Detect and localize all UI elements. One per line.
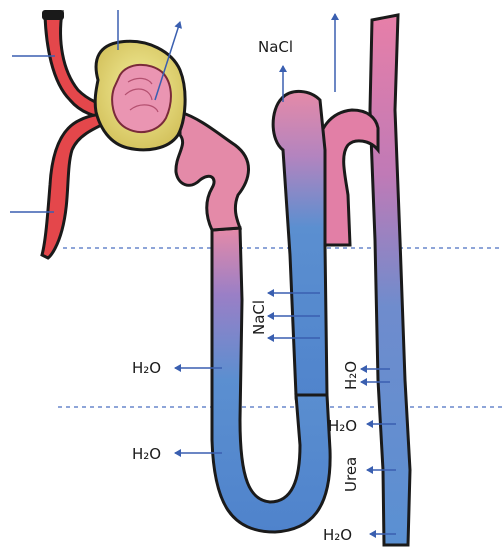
arteriole-cap: [42, 10, 64, 20]
label-h2o-collecting-bottom: H₂O: [323, 526, 352, 544]
glomerulus: [112, 65, 171, 132]
proximal-convoluted-tubule: [176, 112, 249, 230]
label-h2o-collecting-middle: H₂O: [328, 417, 357, 435]
label-h2o-descending-lower: H₂O: [132, 445, 161, 463]
label-h2o-collecting-upper: H₂O: [342, 361, 360, 390]
label-nacl-top: NaCl: [258, 38, 293, 56]
efferent-arteriole: [42, 114, 112, 258]
collecting-duct: [370, 15, 410, 545]
label-h2o-descending-upper: H₂O: [132, 359, 161, 377]
ascending-limb: [273, 91, 327, 416]
label-urea: Urea: [342, 457, 360, 492]
distal-convoluted-tubule: [318, 110, 378, 245]
label-nacl-ascending: NaCl: [250, 300, 268, 335]
